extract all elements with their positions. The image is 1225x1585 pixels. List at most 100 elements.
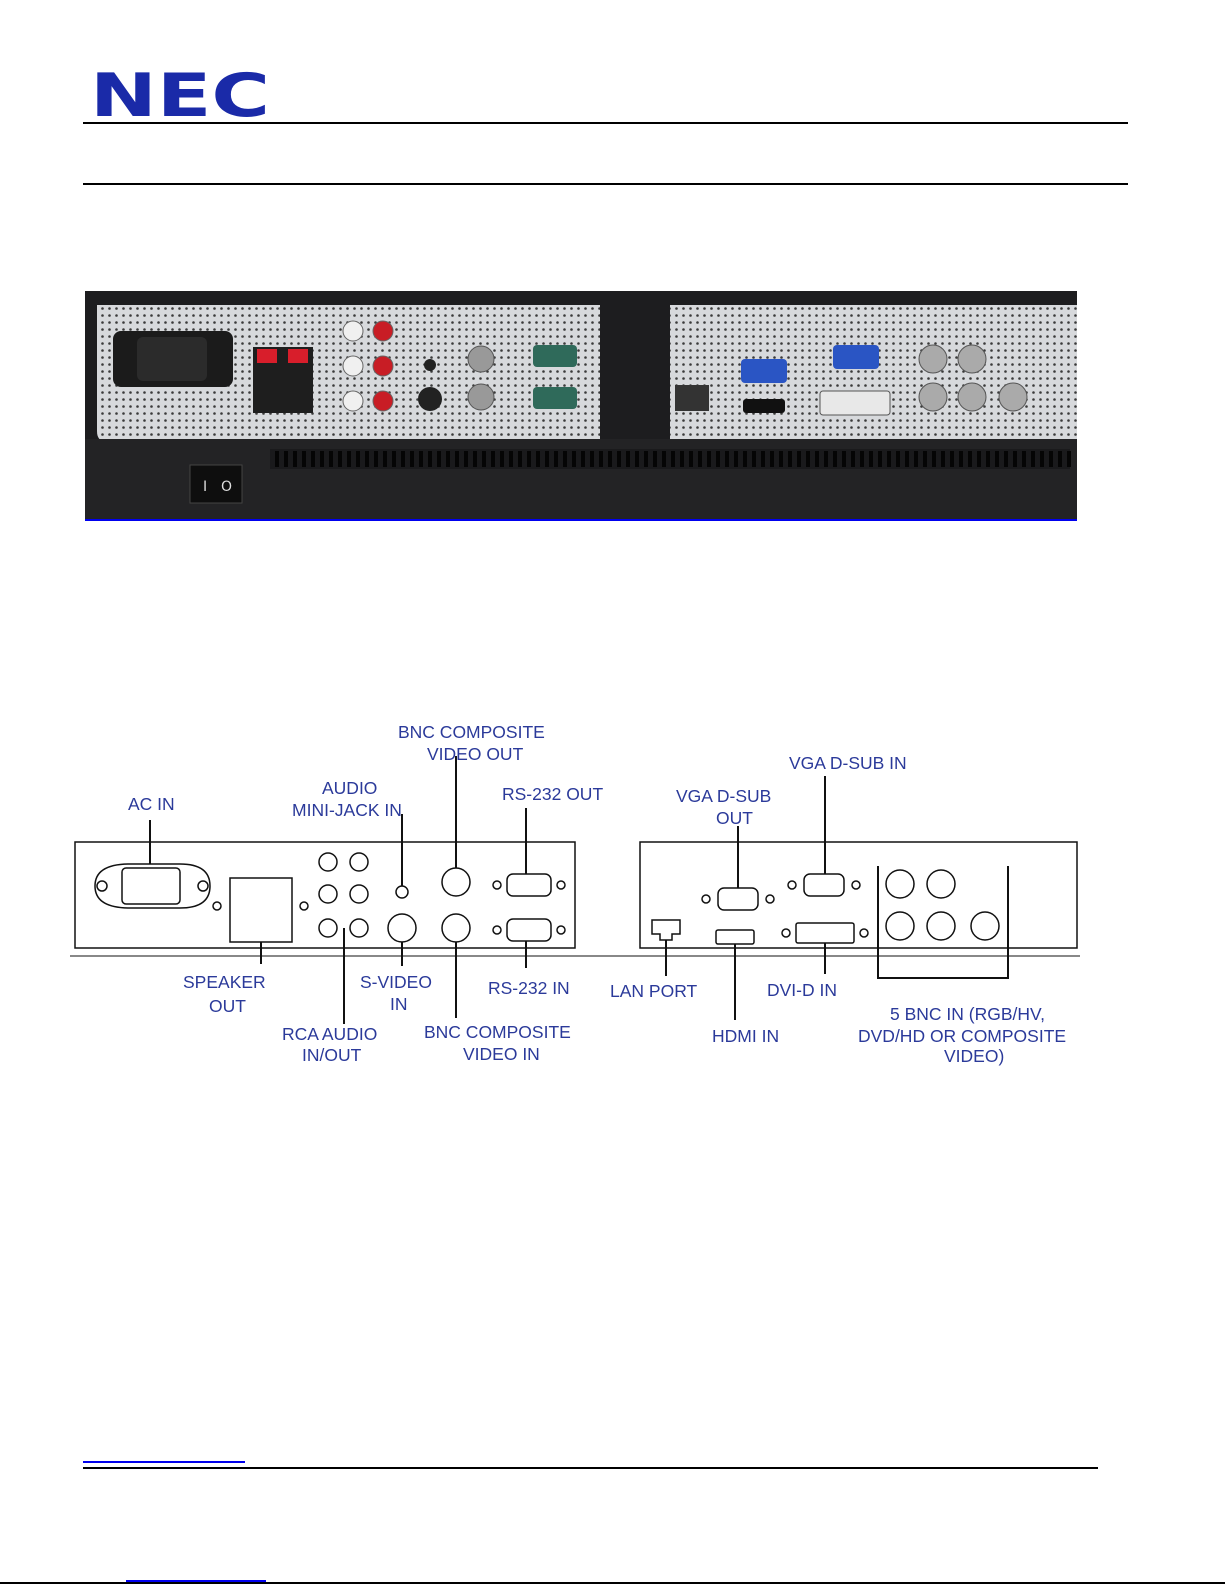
vent-slot xyxy=(671,451,675,467)
vent-slot xyxy=(617,451,621,467)
footer-link-underline xyxy=(83,1461,245,1463)
label-audio-mini-1: AUDIO xyxy=(322,778,377,798)
vent-slot xyxy=(905,451,909,467)
vent-slot xyxy=(410,451,414,467)
vent-slot xyxy=(815,451,819,467)
vent-slot xyxy=(950,451,954,467)
vent-slot xyxy=(743,451,747,467)
vent-slot xyxy=(581,451,585,467)
vent-slot xyxy=(590,451,594,467)
label-5bnc-2: DVD/HD OR COMPOSITE xyxy=(858,1026,1066,1046)
vent-slot xyxy=(725,451,729,467)
vent-slot xyxy=(374,451,378,467)
vent-slot xyxy=(689,451,693,467)
vent-slot xyxy=(923,451,927,467)
label-bnc-in-2: VIDEO IN xyxy=(463,1044,540,1064)
vent-slot xyxy=(284,451,288,467)
vent-slot xyxy=(527,451,531,467)
rear-panel-photo: I O xyxy=(85,291,1077,521)
photo-underline xyxy=(85,519,1077,521)
vent-slot xyxy=(1049,451,1053,467)
vent-slot xyxy=(401,451,405,467)
vent-slot xyxy=(788,451,792,467)
vent-slot xyxy=(968,451,972,467)
vent-slot xyxy=(941,451,945,467)
vent-slot xyxy=(473,451,477,467)
vent-slot xyxy=(311,451,315,467)
vent-slot xyxy=(1058,451,1062,467)
vent-slot xyxy=(1067,451,1071,467)
nec-logo: NEC xyxy=(90,68,272,120)
vent-slot xyxy=(419,451,423,467)
vent-slot xyxy=(680,451,684,467)
vent-slot xyxy=(752,451,756,467)
rocker-on-label: I xyxy=(203,479,207,495)
vent-slots xyxy=(270,449,1071,469)
label-vga-in: VGA D-SUB IN xyxy=(789,753,907,773)
vent-slot xyxy=(977,451,981,467)
label-bnc-out-2: VIDEO OUT xyxy=(427,744,524,764)
header-rule-bottom xyxy=(83,183,1128,185)
vent-slot xyxy=(275,451,279,467)
label-5bnc-1: 5 BNC IN (RGB/HV, xyxy=(890,1004,1045,1024)
vent-slot xyxy=(734,451,738,467)
vent-slot xyxy=(887,451,891,467)
label-svideo-2: IN xyxy=(390,994,408,1014)
vent-slot xyxy=(707,451,711,467)
label-hdmi-in: HDMI IN xyxy=(712,1026,779,1046)
vent-slot xyxy=(509,451,513,467)
vent-slot xyxy=(626,451,630,467)
vent-slot xyxy=(1013,451,1017,467)
vent-slot xyxy=(563,451,567,467)
vent-slot xyxy=(698,451,702,467)
vent-slot xyxy=(482,451,486,467)
vent-slot xyxy=(437,451,441,467)
rocker-off-label: O xyxy=(221,479,232,495)
vent-slot xyxy=(500,451,504,467)
vent-slot xyxy=(464,451,468,467)
vent-slot xyxy=(365,451,369,467)
label-bnc-in-1: BNC COMPOSITE xyxy=(424,1022,571,1042)
vent-slot xyxy=(851,451,855,467)
label-ac-in: AC IN xyxy=(128,794,175,814)
vent-slot xyxy=(1031,451,1035,467)
vent-slot xyxy=(554,451,558,467)
vent-slot xyxy=(599,451,603,467)
vent-slot xyxy=(1004,451,1008,467)
label-rs232-in: RS-232 IN xyxy=(488,978,570,998)
label-vga-out-2: OUT xyxy=(716,808,753,828)
vent-slot xyxy=(779,451,783,467)
vent-slot xyxy=(446,451,450,467)
vent-slot xyxy=(995,451,999,467)
label-bnc-out-1: BNC COMPOSITE xyxy=(398,722,545,742)
vent-slot xyxy=(329,451,333,467)
vent-slot xyxy=(491,451,495,467)
vent-slot xyxy=(545,451,549,467)
vent-slot xyxy=(860,451,864,467)
vent-slot xyxy=(293,451,297,467)
vent-slot xyxy=(716,451,720,467)
vent-slot xyxy=(635,451,639,467)
connector-diagram: AC IN AUDIO MINI-JACK IN BNC COMPOSITE V… xyxy=(70,716,1110,1076)
vent-slot xyxy=(356,451,360,467)
vent-slot xyxy=(842,451,846,467)
vent-slot xyxy=(770,451,774,467)
vent-slot xyxy=(392,451,396,467)
vent-slot xyxy=(518,451,522,467)
vent-slot xyxy=(797,451,801,467)
vent-slot xyxy=(896,451,900,467)
vent-slot xyxy=(914,451,918,467)
label-speaker-1: SPEAKER xyxy=(183,972,266,992)
vent-slot xyxy=(1022,451,1026,467)
vent-slot xyxy=(347,451,351,467)
vent-slot xyxy=(761,451,765,467)
vent-slot xyxy=(824,451,828,467)
vent-slot xyxy=(932,451,936,467)
footer-bottom-rule xyxy=(0,1582,1225,1584)
label-rca-2: IN/OUT xyxy=(302,1045,362,1065)
label-speaker-2: OUT xyxy=(209,996,246,1016)
label-audio-mini-2: MINI-JACK IN xyxy=(292,800,402,820)
vent-slot xyxy=(536,451,540,467)
vent-slot xyxy=(662,451,666,467)
vent-slot xyxy=(806,451,810,467)
